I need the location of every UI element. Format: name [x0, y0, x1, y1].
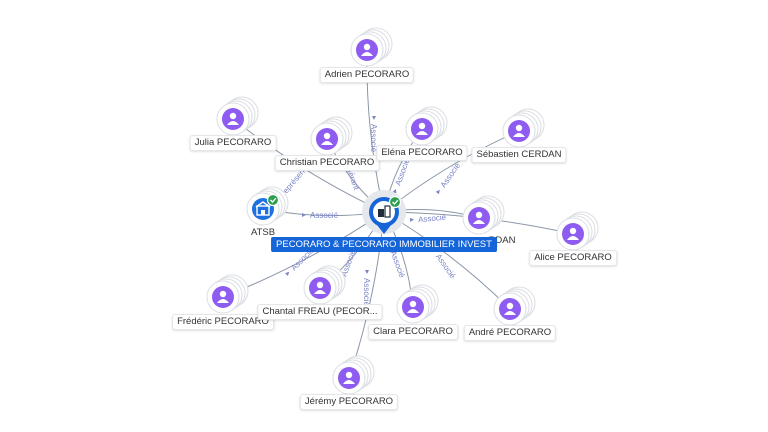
- node-label-christian[interactable]: Christian PECORARO: [274, 155, 380, 171]
- node-atsb[interactable]: [246, 186, 289, 226]
- person-icon: [407, 300, 419, 313]
- node-label-sebastien[interactable]: Sébastien CERDAN: [471, 147, 567, 163]
- person-icon: [217, 290, 229, 303]
- edge-label-adrien: Associé: [369, 116, 378, 153]
- person-icon: [343, 371, 355, 384]
- center-node[interactable]: [362, 190, 406, 234]
- company-icon: [255, 201, 271, 216]
- arrow-icon: [285, 271, 290, 276]
- node-cerdan2[interactable]: [462, 195, 505, 235]
- check-badge-icon: [388, 195, 402, 209]
- edge-label-atsb: Associé: [302, 211, 339, 220]
- edge-label-cerdan2: Associé: [409, 213, 447, 224]
- edge-label-text: Associé: [434, 252, 458, 281]
- node-label-cerdan2[interactable]: RDAN: [488, 235, 516, 246]
- arrow-icon: [302, 213, 306, 217]
- node-jeremy[interactable]: [332, 355, 375, 395]
- person-icon: [314, 281, 326, 294]
- node-elena[interactable]: [405, 106, 448, 146]
- node-label-alice[interactable]: Alice PECORARO: [529, 250, 617, 266]
- node-label-atsb[interactable]: ATSB: [250, 227, 276, 238]
- node-clara[interactable]: [396, 284, 439, 324]
- arrow-icon: [409, 217, 415, 222]
- node-label-elena[interactable]: Eléna PECORARO: [376, 145, 468, 161]
- company-icon: [378, 205, 391, 218]
- person-icon: [567, 227, 579, 240]
- node-label-julia[interactable]: Julia PECORARO: [189, 135, 277, 151]
- edge-label-text: Associé: [418, 213, 447, 224]
- arrow-icon: [435, 189, 440, 195]
- person-icon: [361, 43, 373, 56]
- edge-label-text: Associé: [393, 157, 411, 187]
- node-label-frederic[interactable]: Frédéric PECORARO: [172, 314, 274, 330]
- node-julia[interactable]: [216, 96, 259, 136]
- arrow-icon: [365, 270, 369, 274]
- node-label-andre[interactable]: André PECORARO: [463, 325, 557, 341]
- person-icon: [321, 132, 333, 145]
- node-label-jeremy[interactable]: Jérémy PECORARO: [299, 394, 399, 410]
- node-label-clara[interactable]: Clara PECORARO: [368, 324, 458, 340]
- node-christian[interactable]: [310, 116, 353, 156]
- edge-label-text: Associé: [362, 278, 371, 307]
- node-chantal[interactable]: [303, 265, 346, 305]
- edge-label-text: Associé: [389, 249, 407, 279]
- person-icon: [227, 112, 239, 125]
- arrow-icon: [372, 116, 376, 120]
- edge-label-sebastien: Associé: [435, 161, 463, 195]
- edge-label-text: Associé: [439, 161, 463, 190]
- person-icon: [513, 124, 525, 137]
- edge-label-elena: Associé: [392, 157, 412, 194]
- edge-label-text: Associé: [369, 124, 378, 153]
- node-sebastien[interactable]: [502, 108, 545, 148]
- person-icon: [416, 122, 428, 135]
- person-icon: [504, 302, 516, 315]
- node-label-chantal[interactable]: Chantal FREAU (PECOR...: [257, 304, 383, 320]
- check-badge-icon: [266, 193, 280, 207]
- node-frederic[interactable]: [206, 274, 249, 314]
- edge-label-text: Associé: [310, 211, 339, 220]
- edge-label-jeremy: Associé: [362, 270, 371, 307]
- node-adrien[interactable]: [350, 27, 393, 67]
- node-alice[interactable]: [556, 211, 599, 251]
- node-andre[interactable]: [493, 286, 536, 326]
- node-label-adrien[interactable]: Adrien PECORARO: [319, 67, 415, 83]
- center-node-label[interactable]: PECORARO & PECORARO IMMOBILIER INVEST: [271, 237, 497, 252]
- person-icon: [473, 211, 485, 224]
